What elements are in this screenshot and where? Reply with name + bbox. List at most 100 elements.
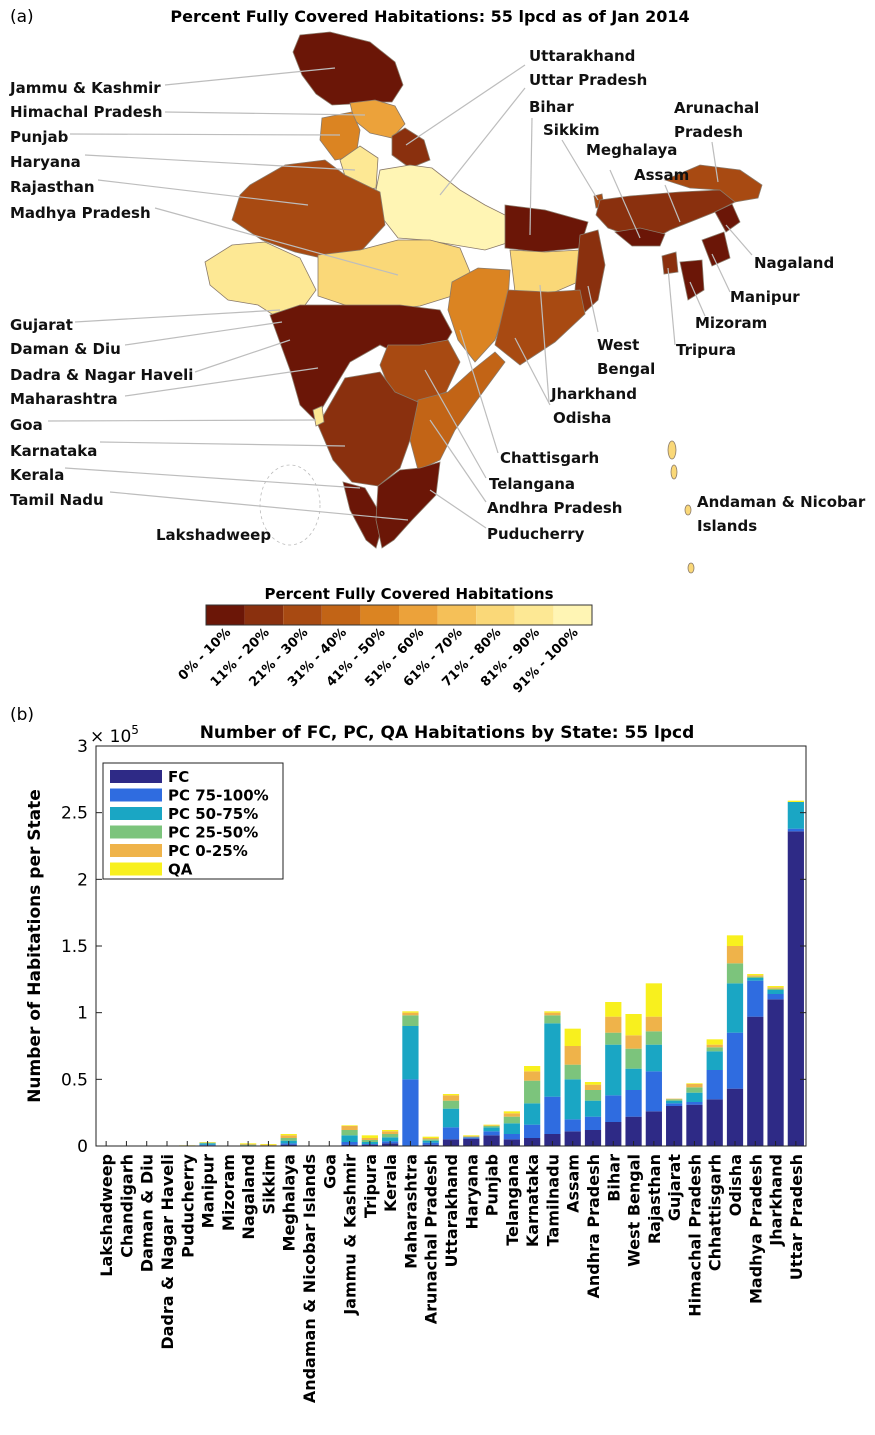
label-dadra-nagar-haveli: Dadra & Nagar Haveli bbox=[10, 366, 193, 384]
label-manipur: Manipur bbox=[730, 288, 800, 306]
bar-segment bbox=[747, 975, 764, 977]
legend-swatch bbox=[110, 788, 162, 802]
label-uttarakhand: Uttarakhand bbox=[529, 47, 635, 65]
bar-segment bbox=[686, 1087, 703, 1093]
label-kerala: Kerala bbox=[10, 466, 64, 484]
label-daman-diu: Daman & Diu bbox=[10, 340, 121, 358]
bar-segment bbox=[686, 1092, 703, 1102]
bar-segment bbox=[361, 1138, 378, 1140]
legend-swatch bbox=[110, 807, 162, 820]
colorbar-swatch bbox=[206, 605, 245, 625]
label-arunachal-pradesh: Pradesh bbox=[674, 123, 743, 141]
label-jharkhand: Jharkhand bbox=[550, 385, 637, 403]
bar-segment bbox=[442, 1108, 460, 1128]
bar-segment bbox=[402, 1012, 419, 1016]
bar-segment bbox=[625, 1116, 642, 1146]
bar-segment bbox=[524, 1066, 541, 1072]
bar-segment bbox=[706, 1099, 723, 1146]
bar-segment bbox=[584, 1090, 602, 1101]
bar-segment bbox=[483, 1124, 500, 1126]
bar-segment bbox=[767, 987, 784, 989]
y-axis-label: Number of Habitations per State bbox=[25, 789, 45, 1103]
bar-segment bbox=[422, 1139, 439, 1141]
region-tripura bbox=[661, 251, 679, 275]
bar-segment bbox=[544, 1011, 561, 1013]
x-tick-label: Gujarat bbox=[665, 1154, 684, 1221]
region-jharkhand bbox=[509, 249, 581, 296]
colorbar-swatch bbox=[321, 605, 361, 625]
x-tick-label: Tripura bbox=[361, 1154, 380, 1218]
bar-segment bbox=[686, 1104, 703, 1146]
label-sikkim: Sikkim bbox=[543, 121, 600, 139]
india-map bbox=[204, 31, 763, 574]
map-title: Percent Fully Covered Habitations: 55 lp… bbox=[170, 7, 689, 26]
bar-segment bbox=[564, 1064, 581, 1080]
bar-segment bbox=[605, 1016, 622, 1033]
bar-segment bbox=[524, 1071, 541, 1081]
bar-segment bbox=[463, 1136, 480, 1138]
bar-segment bbox=[605, 1095, 622, 1122]
legend-entry: PC 25-50% bbox=[168, 824, 258, 842]
x-tick-label: West Bengal bbox=[625, 1154, 644, 1267]
bar-segment bbox=[666, 1106, 683, 1146]
bar-segment bbox=[280, 1135, 297, 1138]
bar-segment bbox=[503, 1116, 520, 1124]
bar-segment bbox=[442, 1094, 460, 1096]
x-tick-label: Himachal Pradesh bbox=[685, 1154, 704, 1317]
bar-segment bbox=[524, 1103, 541, 1125]
bar-segment bbox=[666, 1099, 683, 1101]
bar-segment bbox=[706, 1039, 723, 1045]
bar-segment bbox=[625, 1014, 642, 1036]
bar-segment bbox=[726, 935, 744, 946]
bar-segment bbox=[483, 1135, 500, 1146]
x-tick-label: Andaman & Nicobar Islands bbox=[300, 1154, 319, 1403]
x-tick-label: Uttarakhand bbox=[442, 1154, 461, 1267]
y-tick-label: 2.5 bbox=[61, 804, 88, 824]
bar-segment bbox=[686, 1084, 703, 1088]
legend-entry: PC 0-25% bbox=[168, 842, 248, 860]
region-karnataka bbox=[317, 371, 419, 487]
bar-segment bbox=[544, 1012, 561, 1016]
bar-segment bbox=[564, 1028, 581, 1046]
chart-title: Number of FC, PC, QA Habitations by Stat… bbox=[200, 723, 695, 743]
bar-segment bbox=[726, 1032, 744, 1089]
region-manipur bbox=[701, 231, 731, 267]
y-tick-label: 2 bbox=[77, 870, 88, 890]
region-telangana bbox=[379, 339, 461, 403]
x-tick-label: Manipur bbox=[199, 1154, 218, 1228]
x-tick-label: Meghalaya bbox=[280, 1154, 299, 1251]
bar-segment bbox=[422, 1138, 439, 1140]
bar-segment bbox=[686, 1102, 703, 1105]
label-puducherry: Puducherry bbox=[487, 525, 585, 543]
label-meghalaya: Meghalaya bbox=[586, 141, 677, 159]
bar-segment bbox=[402, 1079, 419, 1146]
bar-segment bbox=[645, 983, 662, 1017]
bar-segment bbox=[524, 1124, 541, 1138]
x-tick-label: Goa bbox=[320, 1154, 339, 1189]
bar-segment bbox=[564, 1131, 581, 1146]
label-bihar: Bihar bbox=[529, 98, 574, 116]
region-bihar bbox=[504, 204, 589, 253]
x-tick-label: Bihar bbox=[604, 1154, 623, 1202]
bar-segment bbox=[564, 1079, 581, 1120]
bar-segment bbox=[605, 1032, 622, 1045]
region-uttar-pradesh bbox=[375, 164, 511, 251]
region-nagaland bbox=[714, 203, 741, 233]
bar-segment bbox=[645, 1044, 662, 1072]
bar-segment bbox=[706, 1044, 723, 1048]
colorbar-swatch bbox=[553, 605, 592, 625]
bar-segment bbox=[564, 1119, 581, 1132]
bar-segment bbox=[706, 1047, 723, 1052]
x-tick-label: Uttar Pradesh bbox=[787, 1154, 806, 1280]
x-tick-label: Nagaland bbox=[239, 1154, 258, 1240]
bar-segment bbox=[767, 990, 784, 994]
label-uttar-pradesh: Uttar Pradesh bbox=[529, 71, 647, 89]
x-tick-label: Chhattisgarh bbox=[706, 1154, 725, 1271]
bar-segment bbox=[706, 1070, 723, 1100]
bar-segment bbox=[564, 1046, 581, 1065]
label-goa: Goa bbox=[10, 416, 43, 434]
y-tick-label: 1 bbox=[77, 1004, 88, 1024]
bar-segment bbox=[625, 1048, 642, 1069]
